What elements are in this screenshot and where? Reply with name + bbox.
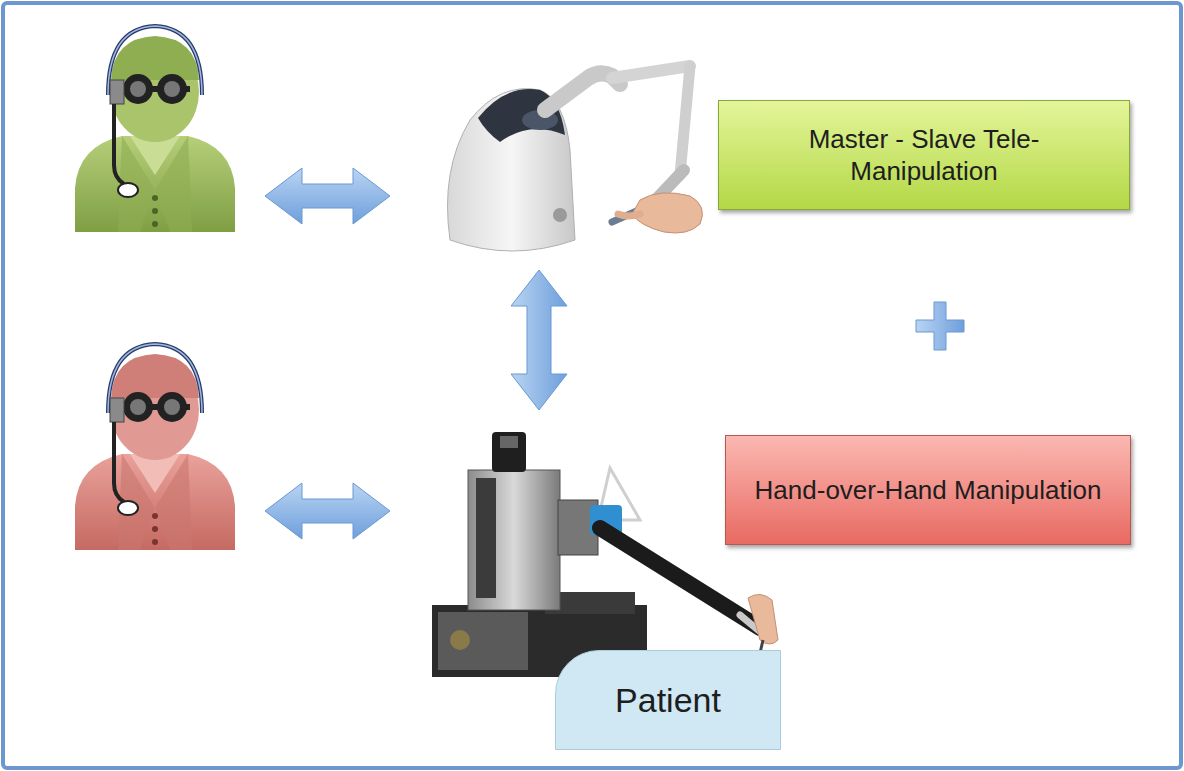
- process-box: Master - Slave Tele-Manipulation: [718, 100, 1130, 210]
- double-arrow: [511, 270, 567, 410]
- box-label: Master - Slave Tele-Manipulation: [737, 123, 1111, 188]
- patient-box: Patient: [555, 650, 781, 750]
- double-arrow: [265, 483, 390, 539]
- box-label: Patient: [615, 679, 721, 722]
- haptic-device: [448, 66, 703, 251]
- plus-sign: [916, 302, 964, 350]
- frame: [3, 3, 1181, 768]
- double-arrow: [265, 168, 390, 224]
- process-box: Hand-over-Hand Manipulation: [725, 435, 1131, 545]
- surgeon-icon-green: [75, 26, 235, 232]
- box-label: Hand-over-Hand Manipulation: [755, 474, 1102, 507]
- surgeon-icon-red: [75, 344, 235, 550]
